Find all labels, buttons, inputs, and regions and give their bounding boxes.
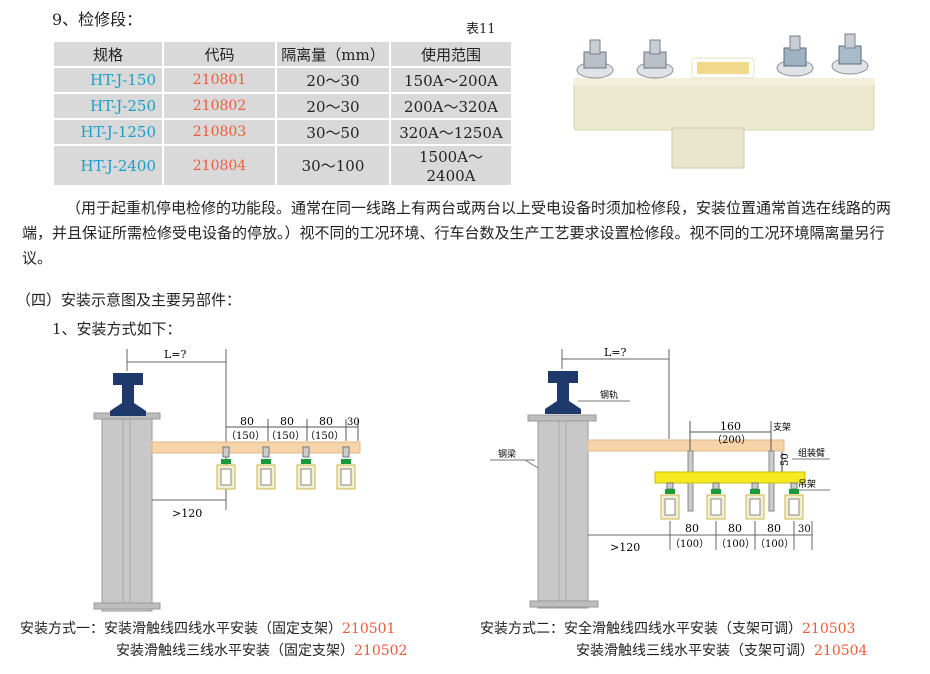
cell-model: HT-J-1250 bbox=[54, 120, 162, 144]
diagram-adjustable-bracket: L=? 钢轨 钢梁 160 （200） 支架 50 组装臂 吊架 bbox=[490, 346, 830, 609]
bolt-icon bbox=[831, 33, 869, 75]
cell-model: HT-J-150 bbox=[54, 68, 162, 92]
drop-label: 50 bbox=[780, 453, 791, 466]
spec-table: 规格 代码 隔离量（mm） 使用范围 HT-J-150 210801 20～30… bbox=[52, 40, 513, 187]
collector-hanger bbox=[706, 482, 726, 520]
table-row: HT-J-150 210801 20～30 150A～200A bbox=[54, 68, 511, 92]
spacing-alt-label: （150） bbox=[266, 430, 305, 442]
rail-icon bbox=[110, 373, 146, 416]
bolt-icon bbox=[576, 39, 614, 79]
spacing-label: 80 bbox=[240, 415, 254, 428]
rail-icon bbox=[545, 371, 581, 414]
method1-code: 210502 bbox=[354, 643, 408, 659]
spacing-alt-label: （100） bbox=[755, 538, 794, 550]
cell-code: 210801 bbox=[164, 68, 275, 92]
table-caption: 表11 bbox=[466, 22, 496, 37]
method1-line: 安装滑触线三线水平安装（固定支架） bbox=[116, 643, 354, 659]
method1-prefix: 安装方式一： bbox=[20, 621, 104, 637]
spacing-label: 80 bbox=[685, 522, 699, 535]
cell-model: HT-J-2400 bbox=[54, 146, 162, 185]
method2-prefix: 安装方式二： bbox=[480, 621, 564, 637]
steel-column bbox=[527, 414, 599, 609]
table-header-row: 规格 代码 隔离量（mm） 使用范围 bbox=[54, 42, 511, 66]
subheading-installation: （四）安装示意图及主要另部件： bbox=[16, 291, 242, 309]
spacing-label: 80 bbox=[767, 522, 781, 535]
spacing-label: 80 bbox=[319, 415, 333, 428]
description-paragraph: （用于起重机停电检修的功能段。通常在同一线路上有两台或两台以上受电设备时须加检修… bbox=[22, 199, 892, 267]
cell-code: 210803 bbox=[164, 120, 275, 144]
cell-model: HT-J-250 bbox=[54, 94, 162, 118]
method2-code: 210503 bbox=[802, 621, 856, 637]
clearance-label: >120 bbox=[610, 541, 640, 554]
collector-hanger bbox=[784, 482, 804, 520]
subheading-method: 1、安装方式如下： bbox=[52, 320, 182, 338]
cell-isolation: 20～30 bbox=[277, 94, 389, 118]
hanger-label: 吊架 bbox=[798, 479, 816, 490]
collector-hanger bbox=[256, 446, 276, 490]
hanger-arm bbox=[654, 471, 806, 484]
spacing-alt-label: （100） bbox=[670, 538, 709, 550]
diagram-fixed-bracket: L=? 80 80 80 30 （150） （150） （150） >120 bbox=[93, 348, 361, 612]
cell-range: 150A～200A bbox=[391, 68, 511, 92]
spacing-label: 30 bbox=[798, 524, 811, 535]
method2-line: 安装滑触线三线水平安装（支架可调） bbox=[576, 643, 814, 659]
cell-range: 1500A～2400A bbox=[391, 146, 511, 185]
arm-label: 组装臂 bbox=[798, 447, 825, 459]
collector-hanger bbox=[216, 446, 236, 490]
bracket-spacing-alt-label: （200） bbox=[712, 434, 751, 446]
header-model: 规格 bbox=[54, 42, 162, 66]
cell-isolation: 30～50 bbox=[277, 120, 389, 144]
collector-hanger bbox=[660, 482, 680, 520]
cell-code: 210802 bbox=[164, 94, 275, 118]
clearance-label: >120 bbox=[172, 507, 202, 520]
collector-hanger bbox=[296, 446, 316, 490]
spacing-alt-label: （100） bbox=[716, 538, 755, 550]
rail-label: 钢轨 bbox=[600, 389, 618, 401]
section-title: 9、检修段： bbox=[52, 10, 143, 29]
cell-code: 210804 bbox=[164, 146, 275, 185]
collector-hanger bbox=[336, 446, 356, 490]
length-label: L=? bbox=[604, 346, 627, 359]
cell-isolation: 30～100 bbox=[277, 146, 389, 185]
length-label: L=? bbox=[164, 348, 187, 361]
spacing-alt-label: （150） bbox=[305, 430, 344, 442]
header-code: 代码 bbox=[164, 42, 275, 66]
method1-code: 210501 bbox=[342, 621, 396, 637]
bolt-icon bbox=[636, 39, 674, 79]
insulator-block bbox=[573, 57, 875, 169]
cell-range: 200A～320A bbox=[391, 94, 511, 118]
bracket-spacing-label: 160 bbox=[720, 420, 741, 433]
cell-range: 320A～1250A bbox=[391, 120, 511, 144]
cell-isolation: 20～30 bbox=[277, 68, 389, 92]
spacing-label: 80 bbox=[280, 415, 294, 428]
header-range: 使用范围 bbox=[391, 42, 511, 66]
beam-label: 钢梁 bbox=[498, 448, 516, 460]
product-photo bbox=[573, 33, 875, 169]
method2-code: 210504 bbox=[814, 643, 868, 659]
method2-line: 安全滑触线四线水平安装（支架可调） bbox=[564, 621, 802, 637]
spacing-label: 80 bbox=[728, 522, 742, 535]
header-isolation: 隔离量（mm） bbox=[277, 42, 389, 66]
support-beam bbox=[151, 441, 361, 454]
spacing-label: 30 bbox=[347, 417, 360, 428]
bracket-label: 支架 bbox=[773, 421, 791, 433]
spacing-alt-label: （150） bbox=[226, 430, 265, 442]
table-row: HT-J-2400 210804 30～100 1500A～2400A bbox=[54, 146, 511, 185]
support-beam bbox=[587, 439, 785, 452]
collector-hanger bbox=[745, 482, 765, 520]
method1-line: 安装滑触线四线水平安装（固定支架） bbox=[104, 621, 342, 637]
bolt-icon bbox=[776, 35, 814, 77]
steel-column bbox=[93, 412, 161, 612]
method2-caption: 安装方式二：安全滑触线四线水平安装（支架可调）210503 安装滑触线三线水平安… bbox=[480, 618, 867, 660]
table-row: HT-J-1250 210803 30～50 320A～1250A bbox=[54, 120, 511, 144]
method1-caption: 安装方式一：安装滑触线四线水平安装（固定支架）210501 安装滑触线三线水平安… bbox=[20, 618, 407, 660]
table-row: HT-J-250 210802 20～30 200A～320A bbox=[54, 94, 511, 118]
